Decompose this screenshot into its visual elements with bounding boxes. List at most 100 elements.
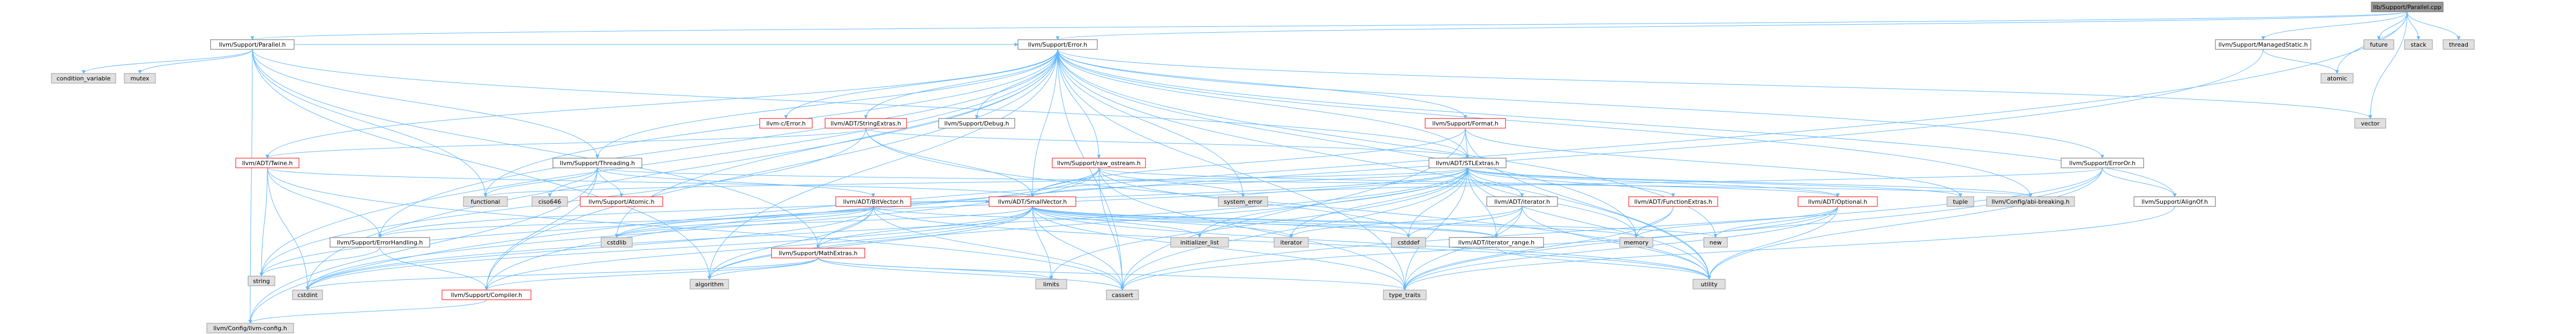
node-stringextras[interactable]: llvm/ADT/StringExtras.h <box>825 118 907 129</box>
node-label-functional: functional <box>471 198 500 205</box>
node-abibreaking: llvm/Config/abi-breaking.h <box>1986 196 2075 207</box>
edge-twine_h-to-cassert <box>267 167 1125 291</box>
node-threading_h[interactable]: llvm/Support/Threading.h <box>552 158 642 168</box>
node-cstddef: cstddef <box>1391 237 1426 248</box>
node-root: lib/Support/Parallel.cpp <box>2371 2 2444 12</box>
edge-error_h-to-compiler_h <box>484 49 1058 291</box>
node-box-cassert <box>1106 290 1139 300</box>
node-box-erroror <box>2061 158 2144 168</box>
node-smallvector[interactable]: llvm/ADT/SmallVector.h <box>989 196 1076 207</box>
node-label-system_error: system_error <box>1224 198 1262 205</box>
node-label-alignof: llvm/Support/AlignOf.h <box>2141 198 2208 205</box>
edge-optional_h-to-memory <box>1634 206 1838 238</box>
node-box-system_error <box>1218 196 1268 207</box>
node-condition_variable: condition_variable <box>51 73 116 84</box>
edge-stringextras-to-smallvector <box>865 128 1035 197</box>
node-raw_ostream[interactable]: llvm/Support/raw_ostream.h <box>1052 158 1146 168</box>
edge-twine_h-to-string <box>259 167 268 277</box>
node-iterator_range[interactable]: llvm/ADT/iterator_range.h <box>1449 237 1544 248</box>
node-label-parallel_h: llvm/Support/Parallel.h <box>219 41 286 48</box>
edge-stlextras-to-cstddef <box>1406 167 1468 238</box>
node-iterator_h[interactable]: llvm/ADT/iterator.h <box>1486 196 1558 207</box>
node-error_h[interactable]: llvm/Support/Error.h <box>1017 39 1098 50</box>
edge-error_h-to-system_error <box>1057 49 1245 197</box>
edge-smallvector-to-cstdlib <box>615 206 1033 238</box>
node-managedstatic[interactable]: llvm/Support/ManagedStatic.h <box>2215 39 2311 50</box>
node-box-limits <box>1035 279 1067 290</box>
edge-bitvector-to-errorhandling <box>378 206 874 238</box>
edge-errorhandling-to-compiler_h <box>379 247 489 291</box>
edge-smallvector-to-mathextras <box>816 206 1033 249</box>
node-parallel_h[interactable]: llvm/Support/Parallel.h <box>210 39 295 50</box>
edge-smallvector-to-type_traits <box>1032 206 1407 291</box>
node-box-memory <box>1619 237 1653 248</box>
node-atomic_h[interactable]: llvm/Support/Atomic.h <box>580 196 663 207</box>
edge-parallel_h-to-mutex <box>138 49 253 74</box>
node-optional_h[interactable]: llvm/ADT/Optional.h <box>1798 196 1878 207</box>
edge-raw_ostream-to-type_traits <box>1098 167 1407 291</box>
node-label-managedstatic: llvm/Support/ManagedStatic.h <box>2219 41 2308 48</box>
node-label-cstddef: cstddef <box>1398 239 1420 246</box>
node-functionextras[interactable]: llvm/ADT/FunctionExtras.h <box>1628 196 1718 207</box>
node-erroror[interactable]: llvm/Support/ErrorOr.h <box>2061 158 2144 168</box>
node-box-twine_h <box>235 158 299 168</box>
edge-root-to-vector <box>2368 11 2408 119</box>
edge-format_h-to-cassert <box>1120 128 1466 291</box>
node-label-initializer_list: initializer_list <box>1180 239 1219 246</box>
edge-raw_ostream-to-cstdint <box>305 167 1099 291</box>
edge-error_h-to-smallvector <box>1030 49 1058 197</box>
node-llvm_config: llvm/Config/llvm-config.h <box>206 323 294 333</box>
node-box-algorithm <box>690 279 729 290</box>
edge-stlextras-to-iterator <box>1289 167 1468 238</box>
node-bitvector[interactable]: llvm/ADT/BitVector.h <box>835 196 911 207</box>
node-cassert: cassert <box>1106 290 1139 300</box>
edge-error_h-to-utility <box>1057 49 1711 280</box>
edge-error_h-to-format_h <box>1057 49 1467 119</box>
node-format_h[interactable]: llvm/Support/Format.h <box>1425 118 1506 129</box>
edge-stlextras-to-abibreaking <box>1467 167 2033 197</box>
node-label-cstdint: cstdint <box>297 292 318 299</box>
node-label-atomic: atomic <box>2327 75 2347 82</box>
node-label-iterator_range: llvm/ADT/iterator_range.h <box>1458 239 1534 246</box>
node-stlextras[interactable]: llvm/ADT/STLExtras.h <box>1428 158 1507 168</box>
edge-format_h-to-smallvector <box>1030 128 1466 197</box>
node-box-initializer_list <box>1170 237 1229 248</box>
edge-bitvector-to-algorithm <box>707 206 874 280</box>
node-label-memory: memory <box>1624 239 1649 246</box>
node-label-mathextras: llvm/Support/MathExtras.h <box>779 250 858 257</box>
edge-threading_h-to-abibreaking <box>597 167 2032 197</box>
edge-smallvector-to-algorithm <box>707 206 1033 280</box>
edge-parallel_h-to-stlextras <box>252 49 1470 159</box>
edge-error_h-to-threading_h <box>595 49 1058 159</box>
edge-error_h-to-stlextras <box>1057 49 1470 159</box>
node-tuple: tuple <box>1946 196 1974 207</box>
node-debug_h[interactable]: llvm/Support/Debug.h <box>938 118 1015 129</box>
edge-error_h-to-erroror <box>1057 49 2105 159</box>
edge-parallel_h-to-mathextras <box>252 49 820 249</box>
node-box-optional_h <box>1798 196 1878 207</box>
node-c_error[interactable]: llvm-c/Error.h <box>759 118 813 129</box>
node-box-raw_ostream <box>1052 158 1146 168</box>
node-mathextras[interactable]: llvm/Support/MathExtras.h <box>771 248 865 258</box>
edge-error_h-to-algorithm <box>707 49 1058 280</box>
edge-format_h-to-tuple <box>1465 128 1963 197</box>
edge-erroror-to-system_error <box>1241 167 2103 197</box>
node-label-thread: thread <box>2449 41 2468 48</box>
node-errorhandling[interactable]: llvm/Support/ErrorHandling.h <box>330 237 430 248</box>
edge-erroror-to-alignof <box>2102 167 2177 197</box>
node-label-iterator: iterator <box>1280 239 1302 246</box>
edge-root-to-error_h <box>1056 11 2408 40</box>
node-box-atomic <box>2320 73 2354 84</box>
edge-threading_h-to-atomic_h <box>597 167 624 197</box>
node-label-stlextras: llvm/ADT/STLExtras.h <box>1436 160 1500 167</box>
edge-iterator_range-to-utility <box>1496 247 1711 280</box>
node-future: future <box>2363 39 2394 50</box>
edge-twine_h-to-cstdint <box>267 167 310 291</box>
node-alignof[interactable]: llvm/Support/AlignOf.h <box>2133 196 2216 207</box>
edge-bitvector-to-cstdlib <box>615 206 874 238</box>
node-box-abibreaking <box>1986 196 2075 207</box>
edge-smallvector-to-memory <box>1032 206 1638 238</box>
node-compiler_h[interactable]: llvm/Support/Compiler.h <box>441 290 531 300</box>
node-box-mathextras <box>771 248 865 258</box>
node-twine_h[interactable]: llvm/ADT/Twine.h <box>235 158 299 168</box>
